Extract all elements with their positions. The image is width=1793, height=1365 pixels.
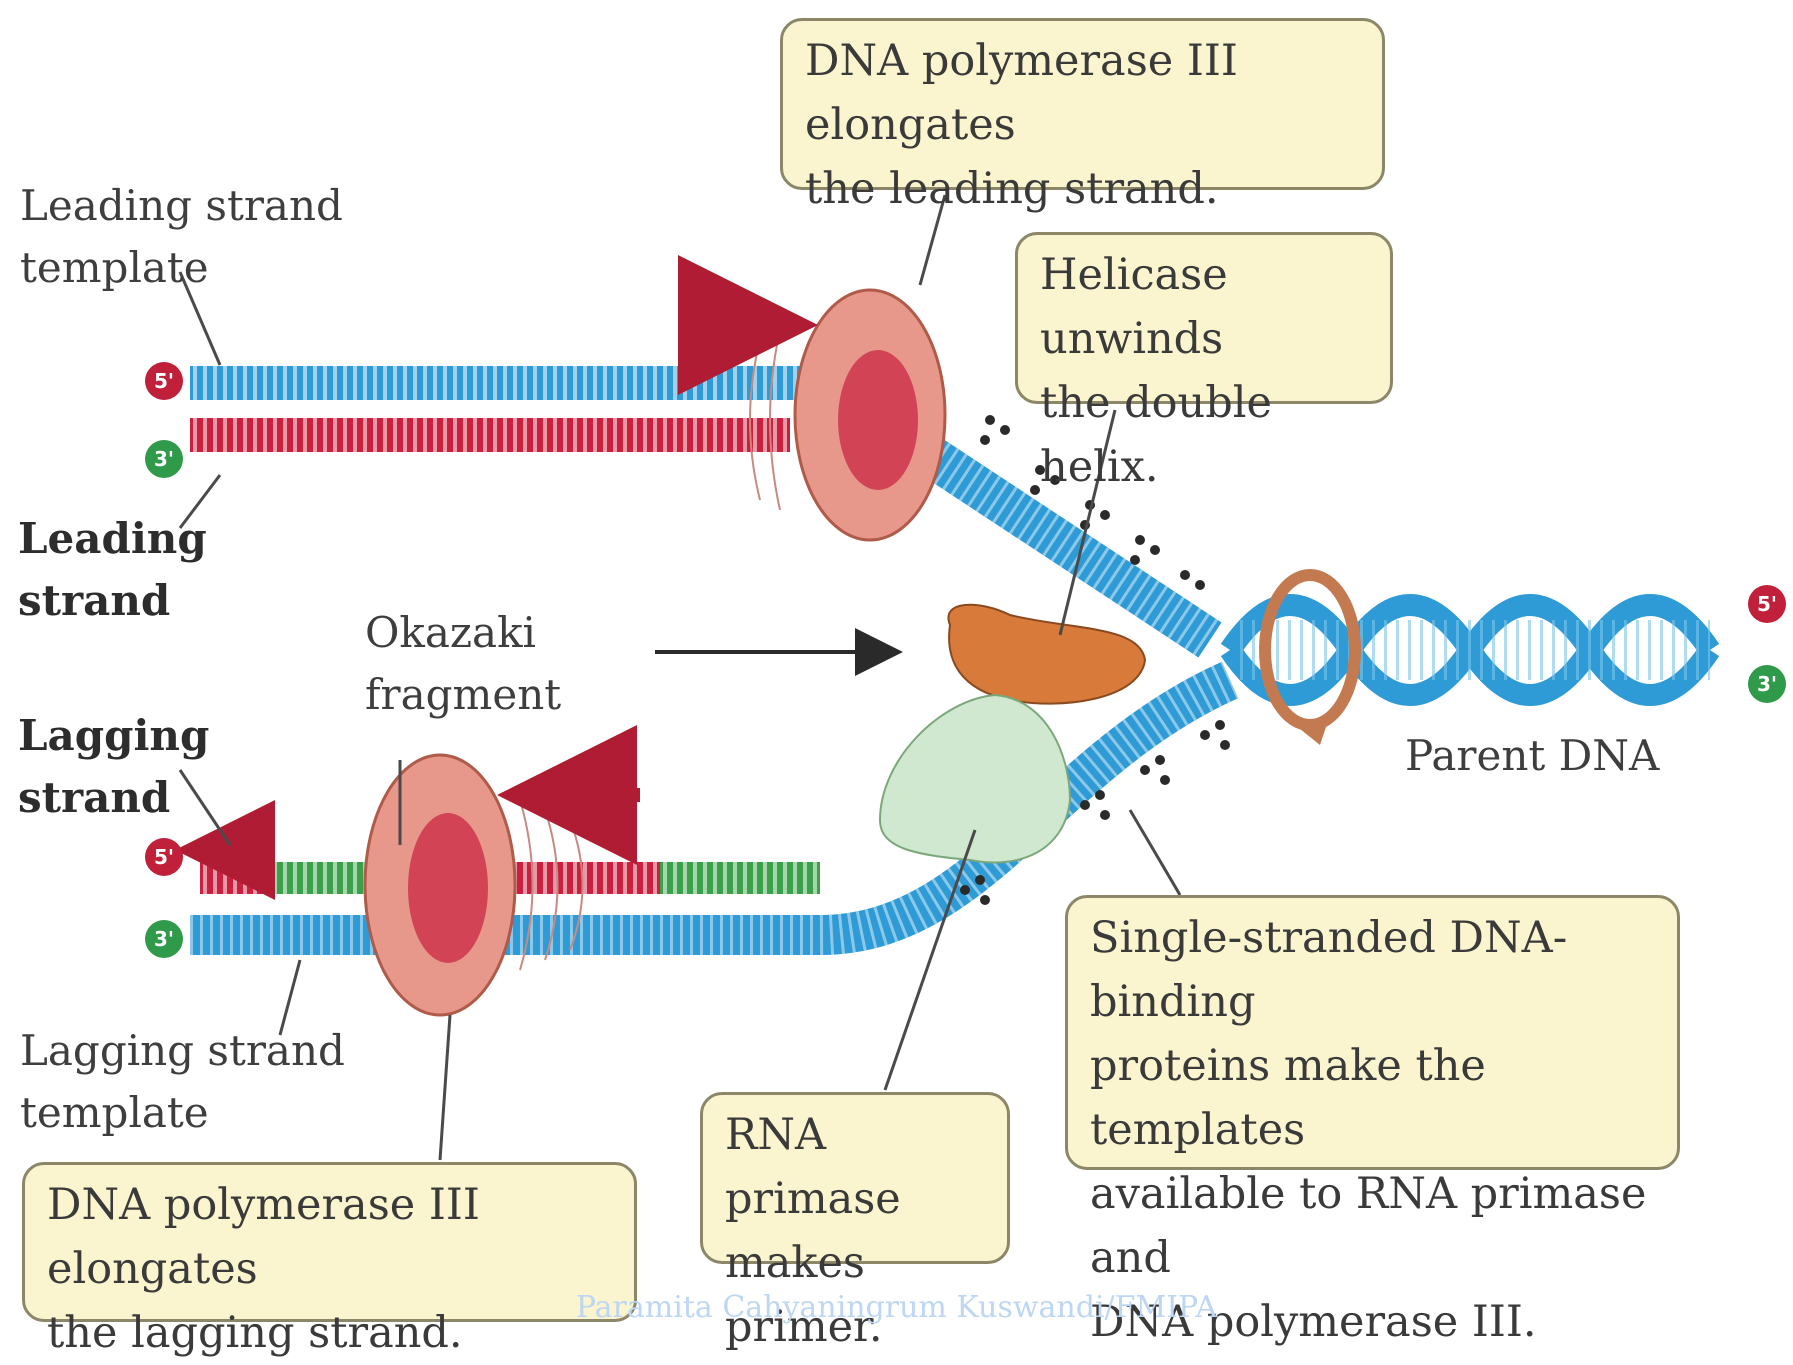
lagging-template-strand — [190, 680, 1230, 935]
dna-replication-fork-diagram: 5' 3' 5' 3' 5' 3' DNA polymerase III elo… — [0, 0, 1793, 1325]
label-leading-strand-template: Leading strand template — [20, 175, 343, 299]
label-lagging-strand: Lagging strand — [18, 705, 209, 829]
callout-ssb-proteins: Single-stranded DNA-binding proteins mak… — [1065, 895, 1680, 1170]
label-okazaki-fragment: Okazaki fragment — [365, 602, 561, 726]
parent-dna-helix — [1230, 605, 1710, 695]
callout-helicase: Helicase unwinds the double helix. — [1015, 232, 1393, 404]
callout-polymerase-leading: DNA polymerase III elongates the leading… — [780, 18, 1385, 190]
callout-rna-primase: RNA primase makes primer. — [700, 1092, 1010, 1264]
footer-credit: Paramita Cahyaningrum Kuswandi/FMIPA — [0, 1290, 1793, 1325]
parent-5prime-marker: 5' — [1748, 585, 1786, 623]
leading-strand-3prime-marker: 3' — [145, 440, 183, 478]
parent-3prime-marker: 3' — [1748, 665, 1786, 703]
helicase-shape — [948, 605, 1145, 704]
lagging-strand-5prime-marker: 5' — [145, 838, 183, 876]
rna-primase-shape — [880, 695, 1070, 863]
label-parent-dna: Parent DNA — [1405, 725, 1659, 787]
label-leading-strand: Leading strand — [18, 508, 207, 632]
leading-strand-duplex — [190, 366, 820, 452]
label-lagging-strand-template: Lagging strand template — [20, 1020, 345, 1144]
lagging-template-3prime-marker: 3' — [145, 920, 183, 958]
leading-template-5prime-marker: 5' — [145, 362, 183, 400]
